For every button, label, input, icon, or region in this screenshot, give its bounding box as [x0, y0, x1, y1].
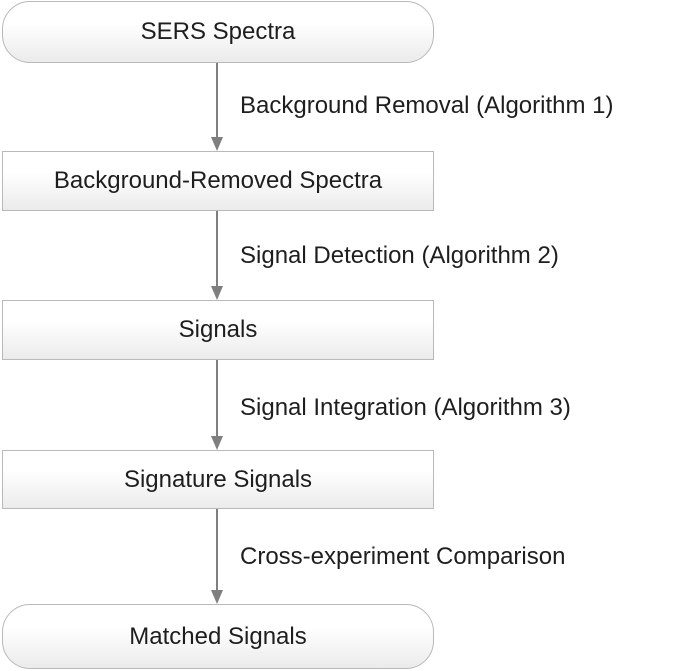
start-node-sers-spectra: SERS Spectra — [2, 1, 434, 63]
process-node-signature-signals: Signature Signals — [2, 450, 434, 509]
edge-label-cross-experiment-comparison: Cross-experiment Comparison — [240, 543, 566, 570]
flow-arrow — [211, 211, 223, 300]
process-node-background-removed-spectra: Background-Removed Spectra — [2, 151, 434, 211]
edge-label-signal-detection: Signal Detection (Algorithm 2) — [240, 242, 559, 269]
node-label: Matched Signals — [129, 622, 307, 650]
end-node-matched-signals: Matched Signals — [2, 604, 434, 669]
flow-arrow — [211, 360, 223, 450]
node-label: SERS Spectra — [140, 18, 296, 45]
node-label: Signals — [178, 316, 258, 343]
flow-arrow — [211, 509, 223, 604]
edge-label-background-removal: Background Removal (Algorithm 1) — [240, 92, 614, 119]
edge-label-signal-integration: Signal Integration (Algorithm 3) — [240, 394, 571, 421]
flow-arrow — [211, 63, 223, 151]
node-label: Signature Signals — [123, 465, 313, 493]
process-node-signals: Signals — [2, 300, 434, 360]
node-label: Background-Removed Spectra — [53, 167, 383, 194]
